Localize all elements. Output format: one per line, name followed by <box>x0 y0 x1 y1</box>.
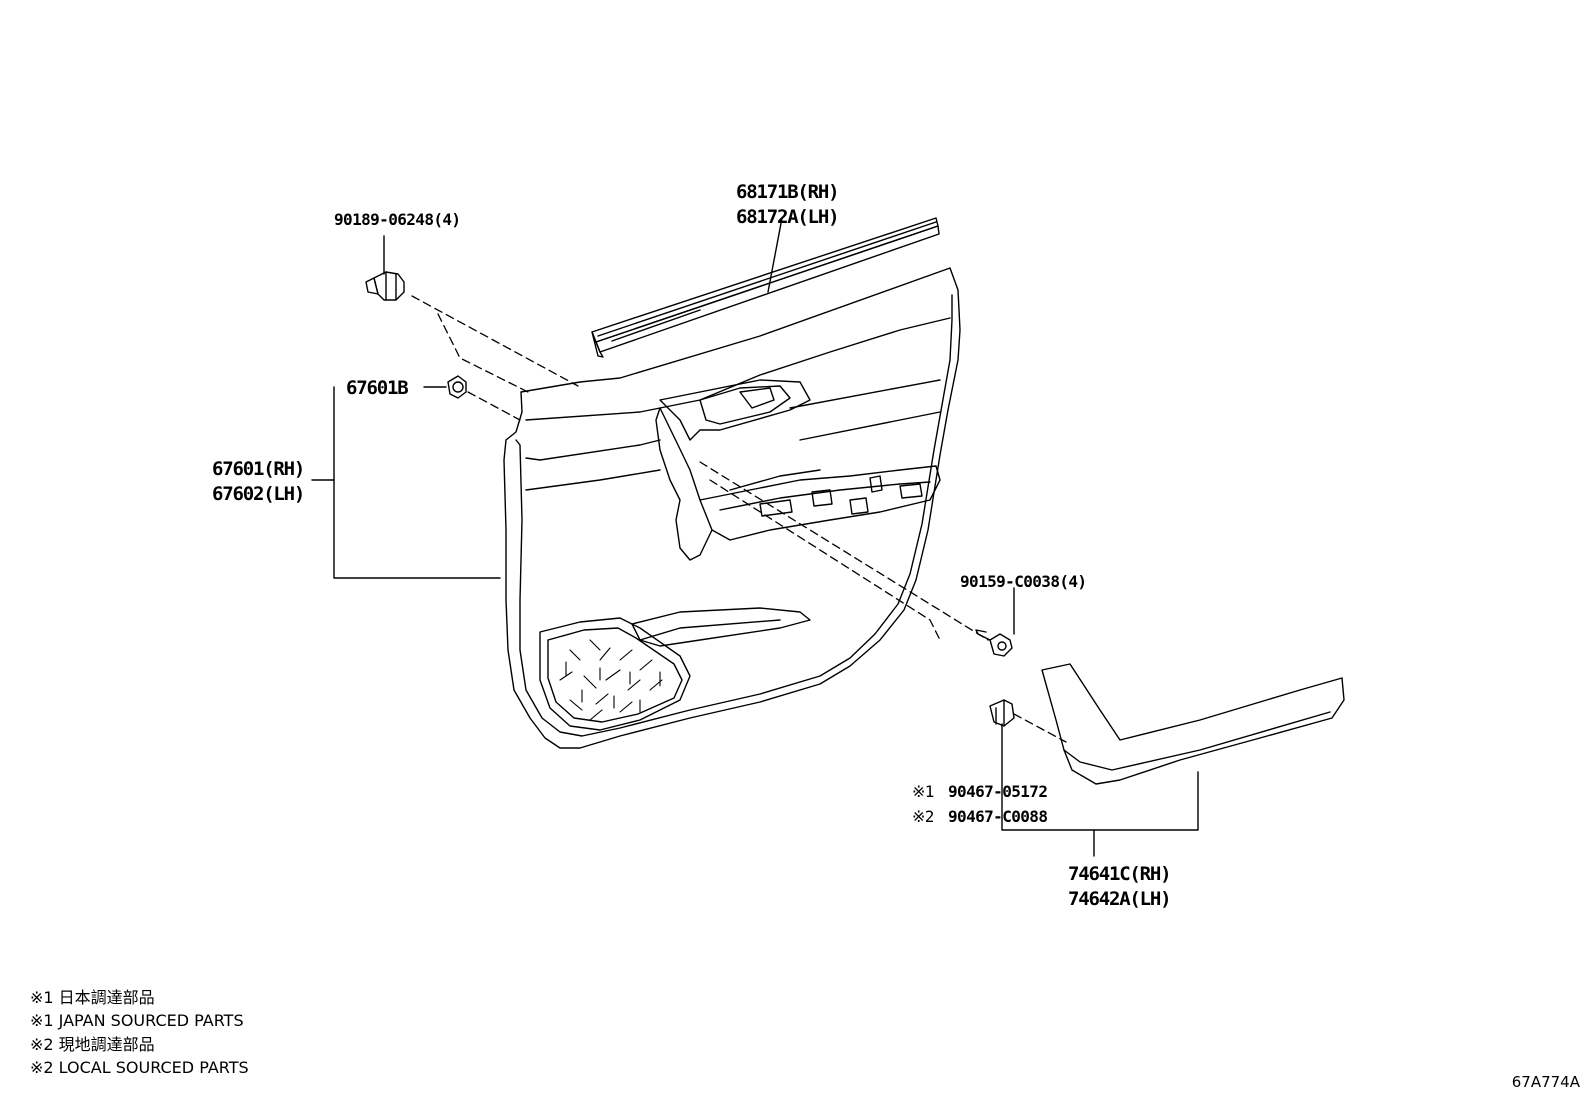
screw-part <box>975 629 1013 657</box>
label-screw: 90159-C0038(4) <box>960 572 1087 591</box>
label-scuff-lh: 74642A(LH) <box>1068 888 1172 910</box>
pin-part <box>447 375 467 399</box>
note-local-en: ※2 LOCAL SOURCED PARTS <box>30 1058 249 1077</box>
door-trim-panel <box>503 267 961 749</box>
label-clip-japan: 90467-05172 <box>948 782 1048 801</box>
label-panel-lh: 67602(LH) <box>212 483 305 505</box>
label-weatherstrip-rh: 68171B(RH) <box>736 181 840 203</box>
label-clip-mark2: ※2 <box>912 807 934 826</box>
diagram-code: 67A774A <box>1511 1073 1580 1091</box>
label-weatherstrip-lh: 68172A(LH) <box>736 206 840 228</box>
note-japan-en: ※1 JAPAN SOURCED PARTS <box>30 1011 244 1030</box>
clip-part <box>365 271 405 301</box>
scuff-plate-part <box>1041 663 1345 785</box>
assembly-dashed-lines <box>411 295 1067 743</box>
label-clip-local: 90467-C0088 <box>948 807 1048 826</box>
label-clip-top: 90189-06248(4) <box>334 210 461 229</box>
note-local-jp: ※2 現地調達部品 <box>30 1035 155 1054</box>
leader-lines <box>311 217 1199 857</box>
weatherstrip-part <box>591 217 940 358</box>
scuff-clip-part <box>989 699 1015 727</box>
label-scuff-rh: 74641C(RH) <box>1068 863 1172 885</box>
speaker-grille-pattern <box>559 639 663 721</box>
label-clip-mark1: ※1 <box>912 782 934 801</box>
label-pin: 67601B <box>346 377 409 399</box>
label-panel-rh: 67601(RH) <box>212 458 305 480</box>
note-japan-jp: ※1 日本調達部品 <box>30 988 155 1007</box>
